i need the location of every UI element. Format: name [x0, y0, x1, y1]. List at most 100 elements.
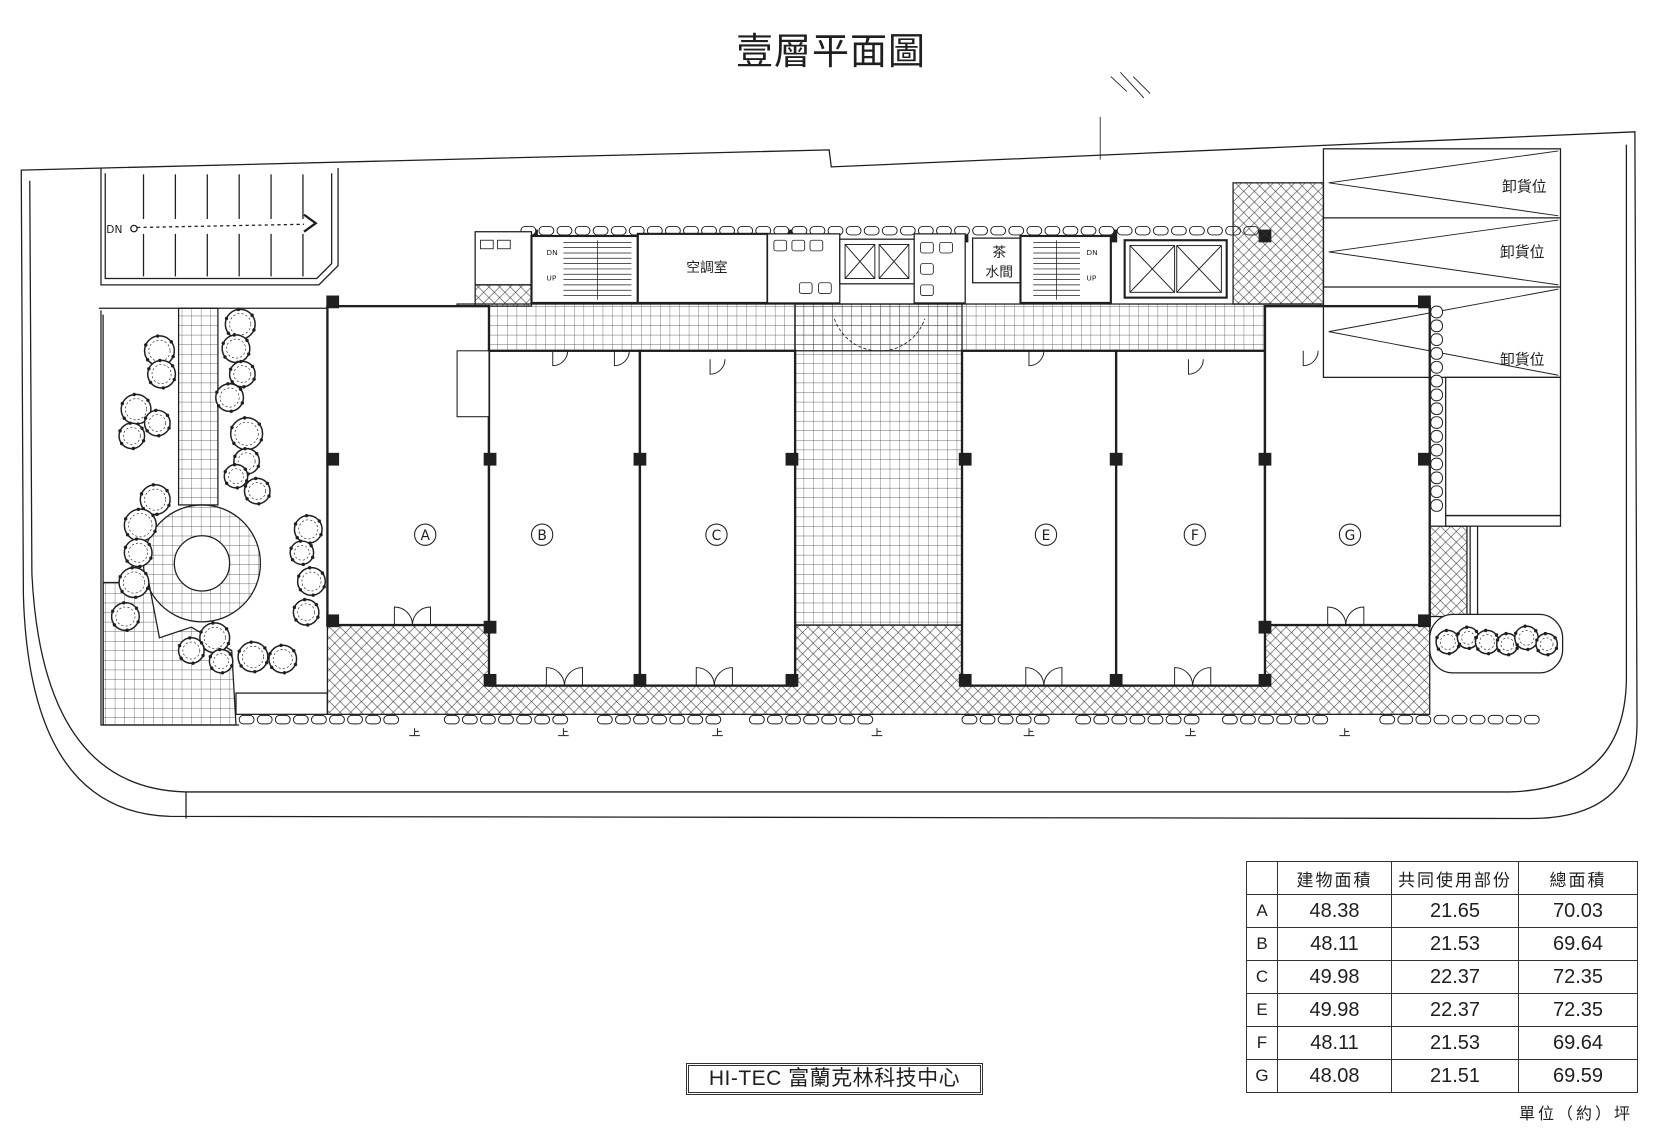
- planter: [1430, 305, 1443, 319]
- row-unit: C: [1246, 960, 1278, 994]
- loading-bay-3-label: 卸貨位: [1500, 351, 1545, 369]
- tree-leaf-mark: [1474, 635, 1479, 640]
- tree-canopy: [139, 483, 171, 516]
- ramp-direction-line: [137, 223, 305, 229]
- side-planter-strip: [1430, 305, 1443, 512]
- planter: [1430, 360, 1443, 374]
- tree-leaf-mark: [155, 334, 160, 338]
- tree-leaf-mark: [302, 597, 307, 602]
- tree-leaf-mark: [245, 338, 249, 343]
- planter: [1170, 225, 1187, 236]
- loading-bay-1-label: 卸貨位: [1502, 177, 1547, 195]
- tree-leaf-mark: [265, 661, 269, 665]
- planter: [1430, 430, 1443, 443]
- double-door-leaf: [695, 667, 715, 686]
- tree-leaf-mark: [151, 483, 156, 487]
- unit-label-e: E: [1042, 528, 1051, 544]
- tree-leaf-mark: [211, 621, 215, 625]
- tree-leaf-mark: [125, 533, 130, 537]
- tree-leaf-mark: [282, 671, 287, 675]
- tree-leaf-mark: [242, 416, 247, 420]
- tree-leaf-mark: [306, 623, 310, 627]
- restroom-1-fixtures: [773, 239, 832, 294]
- tree-leaf-mark: [1447, 651, 1451, 656]
- row-unit: G: [1246, 1059, 1278, 1093]
- unit-g: [1263, 304, 1431, 627]
- tree-leaf-mark: [157, 434, 161, 438]
- tree-leaf-mark: [289, 546, 293, 550]
- tree-leaf-mark: [1553, 636, 1557, 640]
- unit-label-a: A: [420, 528, 430, 544]
- column: [633, 452, 647, 466]
- unit-label-circle-e: [1034, 523, 1058, 546]
- central-corridor-entrance-arc: [834, 318, 926, 352]
- tree-leaf-mark: [1436, 647, 1441, 651]
- storage-room-paving: [474, 284, 533, 307]
- column: [483, 452, 497, 466]
- tree-leaf-mark: [245, 479, 249, 483]
- table-row: E 49.98 22.37 72.35: [1246, 993, 1638, 1027]
- tree-leaf-mark: [210, 666, 214, 670]
- pantry: [972, 237, 1022, 284]
- row-total-area: 72.35: [1518, 960, 1638, 994]
- tree: [237, 640, 269, 674]
- column: [1418, 295, 1431, 309]
- tree-leaf-mark: [154, 408, 158, 413]
- double-door-leaf: [563, 667, 584, 686]
- elevator-x-mark: [878, 244, 910, 279]
- tree-leaf-mark: [232, 333, 236, 337]
- tree-leaf-mark: [226, 641, 231, 646]
- planter: [1044, 225, 1061, 236]
- tree: [177, 636, 205, 665]
- planter: [633, 714, 649, 725]
- tree-leaf-mark: [1483, 628, 1488, 633]
- door-leaf: [1187, 359, 1204, 375]
- elevators-1: [844, 244, 910, 279]
- planter: [1165, 714, 1182, 725]
- header-building-area: 建物面積: [1277, 861, 1392, 895]
- planter: [1469, 714, 1486, 725]
- header-common-area: 共同使用部份: [1391, 861, 1519, 895]
- tree: [215, 382, 245, 413]
- loading-bay-2-label: 卸貨位: [1500, 243, 1545, 261]
- tree-leaf-mark: [136, 507, 141, 511]
- header-total-area: 總面積: [1518, 861, 1638, 895]
- double-door-leaf: [1327, 606, 1347, 626]
- tree-canopy-inner: [1440, 634, 1456, 650]
- stairwell-2: [1019, 234, 1112, 305]
- planter: [1134, 225, 1151, 236]
- tree-leaf-mark: [249, 640, 253, 644]
- double-door-leaf: [1025, 667, 1045, 686]
- tree-leaf-mark: [155, 512, 159, 517]
- ramp-label: DN: [106, 223, 122, 236]
- tree-leaf-mark: [199, 630, 203, 634]
- planter: [1294, 714, 1311, 725]
- tree-leaf-mark: [1513, 631, 1518, 635]
- garden-bench: [235, 692, 329, 715]
- stair-2-steps: [1033, 240, 1081, 300]
- tree-canopy-inner: [294, 545, 310, 561]
- tree: [147, 358, 177, 390]
- tree-leaf-mark: [223, 469, 227, 474]
- planter: [857, 714, 874, 725]
- header-unit: [1246, 861, 1278, 895]
- garden-path-vertical: [177, 307, 219, 506]
- entrance-marker: [409, 728, 420, 737]
- tree-leaf-mark: [224, 481, 229, 485]
- tree: [118, 421, 146, 451]
- planter: [1111, 714, 1128, 725]
- tree-leaf-mark: [322, 585, 326, 589]
- tree-leaf-mark: [111, 609, 115, 613]
- planter: [256, 714, 273, 725]
- planter: [1033, 714, 1050, 725]
- tree-leaf-mark: [238, 387, 243, 391]
- double-door-leaf: [545, 667, 565, 686]
- double-door-leaf: [1192, 667, 1212, 686]
- restroom-fixture: [773, 239, 788, 252]
- tree-canopy-inner: [1539, 637, 1554, 651]
- planter: [1430, 471, 1443, 485]
- row-unit: E: [1246, 993, 1278, 1027]
- door-leaf: [709, 359, 726, 375]
- hvac-room-label: 空調室: [686, 259, 728, 276]
- tree-leaf-mark: [145, 358, 150, 362]
